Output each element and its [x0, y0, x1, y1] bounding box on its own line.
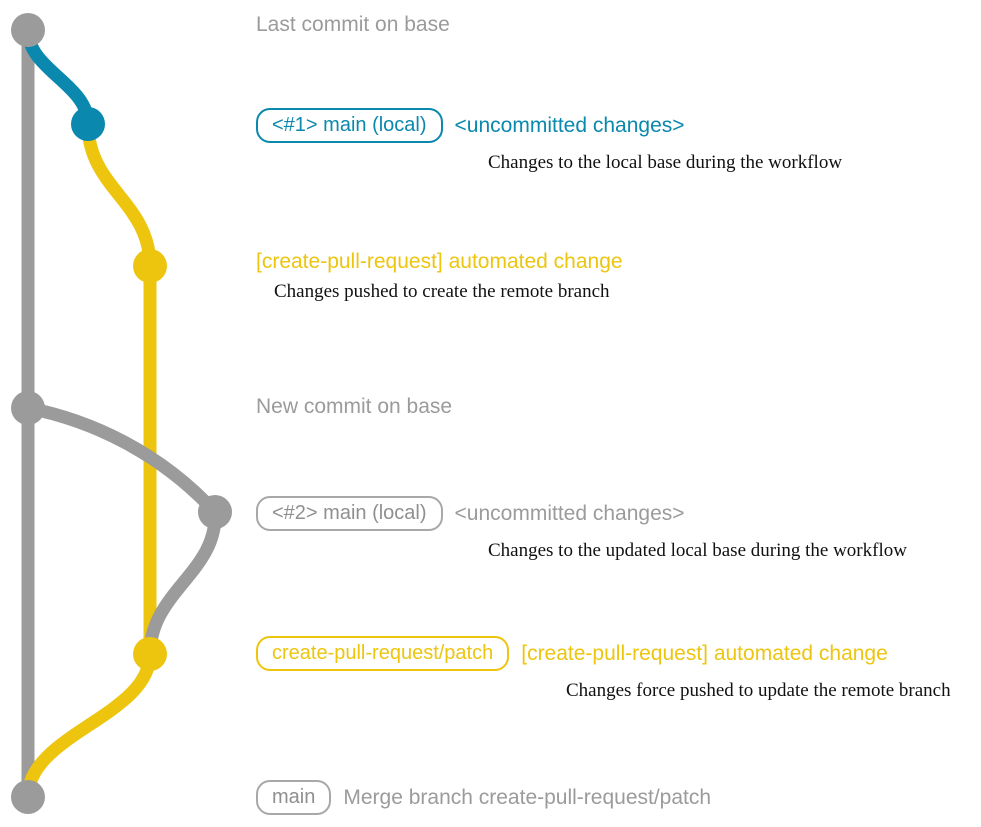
row-merge: main Merge branch create-pull-request/pa… [256, 780, 981, 815]
commit-subject-local-1: <uncommitted changes> [454, 114, 685, 137]
row-local-1: <#1> main (local) <uncommitted changes> … [256, 108, 981, 174]
commit-subject-automated-2: [create-pull-request] automated change [521, 642, 888, 665]
commit-node-merge[interactable] [11, 780, 45, 814]
ref-badge-local-main-1[interactable]: <#1> main (local) [256, 108, 443, 143]
commit-note-automated-1: Changes pushed to create the remote bran… [274, 281, 610, 302]
commit-subject-last-commit-on-base: Last commit on base [256, 13, 450, 36]
commit-node-automated-2[interactable] [133, 637, 167, 671]
commit-node-local-2[interactable] [198, 495, 232, 529]
row-local-2: <#2> main (local) <uncommitted changes> … [256, 496, 981, 562]
commit-subject-local-2: <uncommitted changes> [454, 502, 685, 525]
edge-local1-to-patch1 [81, 117, 157, 273]
commit-note-local-1: Changes to the local base during the wor… [488, 152, 843, 173]
edge-patch2-to-merge [21, 647, 157, 804]
commit-node-automated-1[interactable] [133, 249, 167, 283]
edge-local2-to-patch2 [143, 505, 222, 661]
row-local-2-head: <#2> main (local) <uncommitted changes> [256, 496, 981, 531]
commit-subject-merge: Merge branch create-pull-request/patch [343, 786, 712, 809]
row-local-1-head: <#1> main (local) <uncommitted changes> [256, 108, 981, 143]
commit-note-local-2: Changes to the updated local base during… [488, 540, 907, 561]
commit-graph [11, 13, 232, 814]
row-automated-2: create-pull-request/patch [create-pull-r… [256, 636, 981, 702]
row-new-commit: New commit on base [256, 396, 981, 417]
ref-badge-create-pull-request-patch[interactable]: create-pull-request/patch [256, 636, 510, 671]
row-automated-1-head: [create-pull-request] automated change [256, 251, 981, 272]
commit-node-new-commit-on-base[interactable] [11, 391, 45, 425]
row-merge-head: main Merge branch create-pull-request/pa… [256, 780, 981, 815]
commit-subject-automated-1: [create-pull-request] automated change [256, 250, 623, 273]
edge-base-to-local2 [21, 401, 222, 519]
ref-badge-main[interactable]: main [256, 780, 332, 815]
row-automated-2-head: create-pull-request/patch [create-pull-r… [256, 636, 981, 671]
commit-node-last-commit-on-base[interactable] [11, 13, 45, 47]
row-automated-1: [create-pull-request] automated change C… [256, 251, 981, 303]
ref-badge-local-main-2[interactable]: <#2> main (local) [256, 496, 443, 531]
row-last-commit: Last commit on base [256, 14, 981, 35]
commit-note-automated-2: Changes force pushed to update the remot… [566, 680, 951, 701]
commit-node-local-1[interactable] [71, 107, 105, 141]
commit-subject-new-commit-on-base: New commit on base [256, 395, 453, 418]
